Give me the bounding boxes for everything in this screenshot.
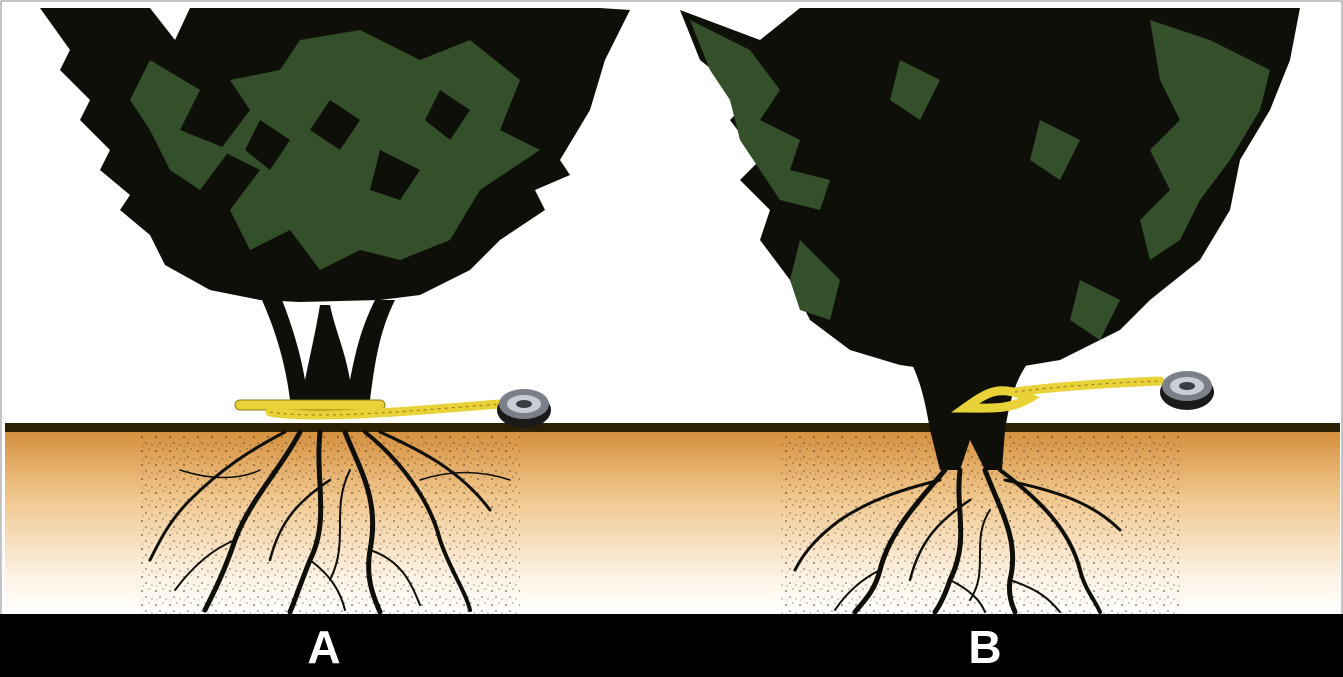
tape-reel-icon (497, 389, 551, 428)
tape-reel-icon (1160, 371, 1214, 410)
panel-label-a: A (284, 622, 364, 672)
soil (5, 423, 1340, 615)
label-bar (0, 614, 1343, 677)
panel-label-b: B (945, 622, 1025, 672)
